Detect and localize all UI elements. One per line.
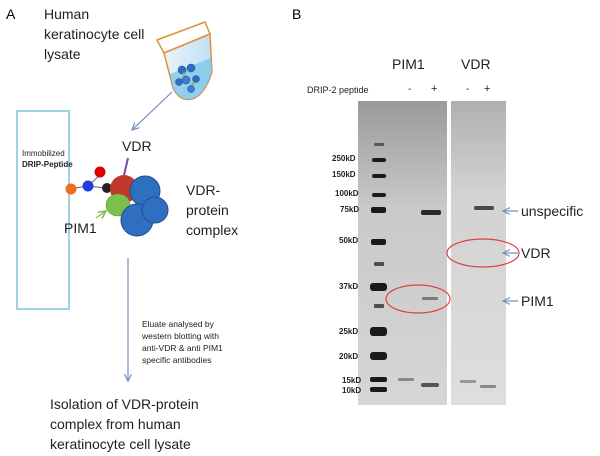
vdr-band-highlight: [446, 238, 520, 268]
marker-100: 100kD: [335, 189, 359, 198]
result-line3: keratinocyte cell lysate: [50, 436, 191, 452]
sample-bands: [398, 206, 496, 388]
vdr-label: VDR: [122, 138, 152, 154]
annotation-unspecific: unspecific: [521, 203, 584, 219]
complex-label: VDR- protein complex: [186, 180, 238, 240]
pim1-header: PIM1: [392, 56, 425, 72]
lane-minus-2: -: [466, 84, 470, 95]
immobilized-line1: Immobilized: [22, 149, 65, 158]
eluate-line2: western blotting with: [142, 331, 220, 341]
complex-line3: complex: [186, 222, 239, 238]
result-line2: complex from human: [50, 416, 181, 432]
vdr-header: VDR: [461, 56, 491, 72]
annotation-vdr: VDR: [521, 245, 551, 261]
panel-b-label: B: [292, 6, 302, 22]
eluate-line4: specific antibodies: [142, 355, 212, 365]
drip-peptide-label: DRIP-2 peptide: [307, 85, 369, 95]
panel-a-label: A: [6, 6, 16, 22]
immobilized-line2: DRIP-Peptide: [22, 160, 73, 169]
immobilized-support-rect: [16, 110, 70, 310]
lysate-title-line2: keratinocyte cell: [44, 26, 145, 42]
eluate-line1: Eluate analysed by: [142, 319, 214, 329]
lane-minus-1: -: [408, 84, 412, 95]
drip-peptide-linker: [65, 166, 112, 195]
blot-membrane-vdr: [451, 101, 506, 405]
complex-line2: protein: [186, 202, 229, 218]
tube-to-complex-arrow: [132, 91, 173, 130]
lane-plus-2: +: [484, 83, 491, 95]
lane-plus-1: +: [431, 83, 438, 95]
pim1-label: PIM1: [64, 220, 97, 236]
complex-line1: VDR-: [186, 182, 221, 198]
sample-tube-icon: [155, 21, 213, 101]
vdr-protein-complex-icon: [105, 157, 169, 237]
result-line1: Isolation of VDR-protein: [50, 396, 199, 412]
eluate-text: Eluate analysed by western blotting with…: [142, 318, 223, 366]
lysate-title: Human keratinocyte cell lysate: [44, 4, 144, 64]
lysate-title-line3: lysate: [44, 46, 81, 62]
result-text: Isolation of VDR-protein complex from hu…: [50, 394, 199, 454]
pim1-band-highlight: [385, 284, 451, 314]
marker-20: 20kD: [339, 352, 359, 361]
marker-10: 10kD: [342, 386, 362, 395]
marker-75: 75kD: [340, 205, 360, 214]
lysate-title-line1: Human: [44, 6, 90, 22]
marker-25: 25kD: [339, 327, 359, 336]
marker-150: 150kD: [332, 170, 356, 179]
eluate-line3: anti-VDR & anti PIM1: [142, 343, 223, 353]
marker-50: 50kD: [339, 236, 359, 245]
pim1-pointer-arrow: [95, 211, 106, 218]
marker-250: 250kD: [332, 154, 356, 163]
marker-37: 37kD: [339, 282, 359, 291]
immobilized-label: Immobilized DRIP-Peptide: [22, 148, 73, 170]
ladder-bands: [370, 143, 387, 392]
marker-15: 15kD: [342, 376, 362, 385]
annotation-pim1: PIM1: [521, 293, 554, 309]
